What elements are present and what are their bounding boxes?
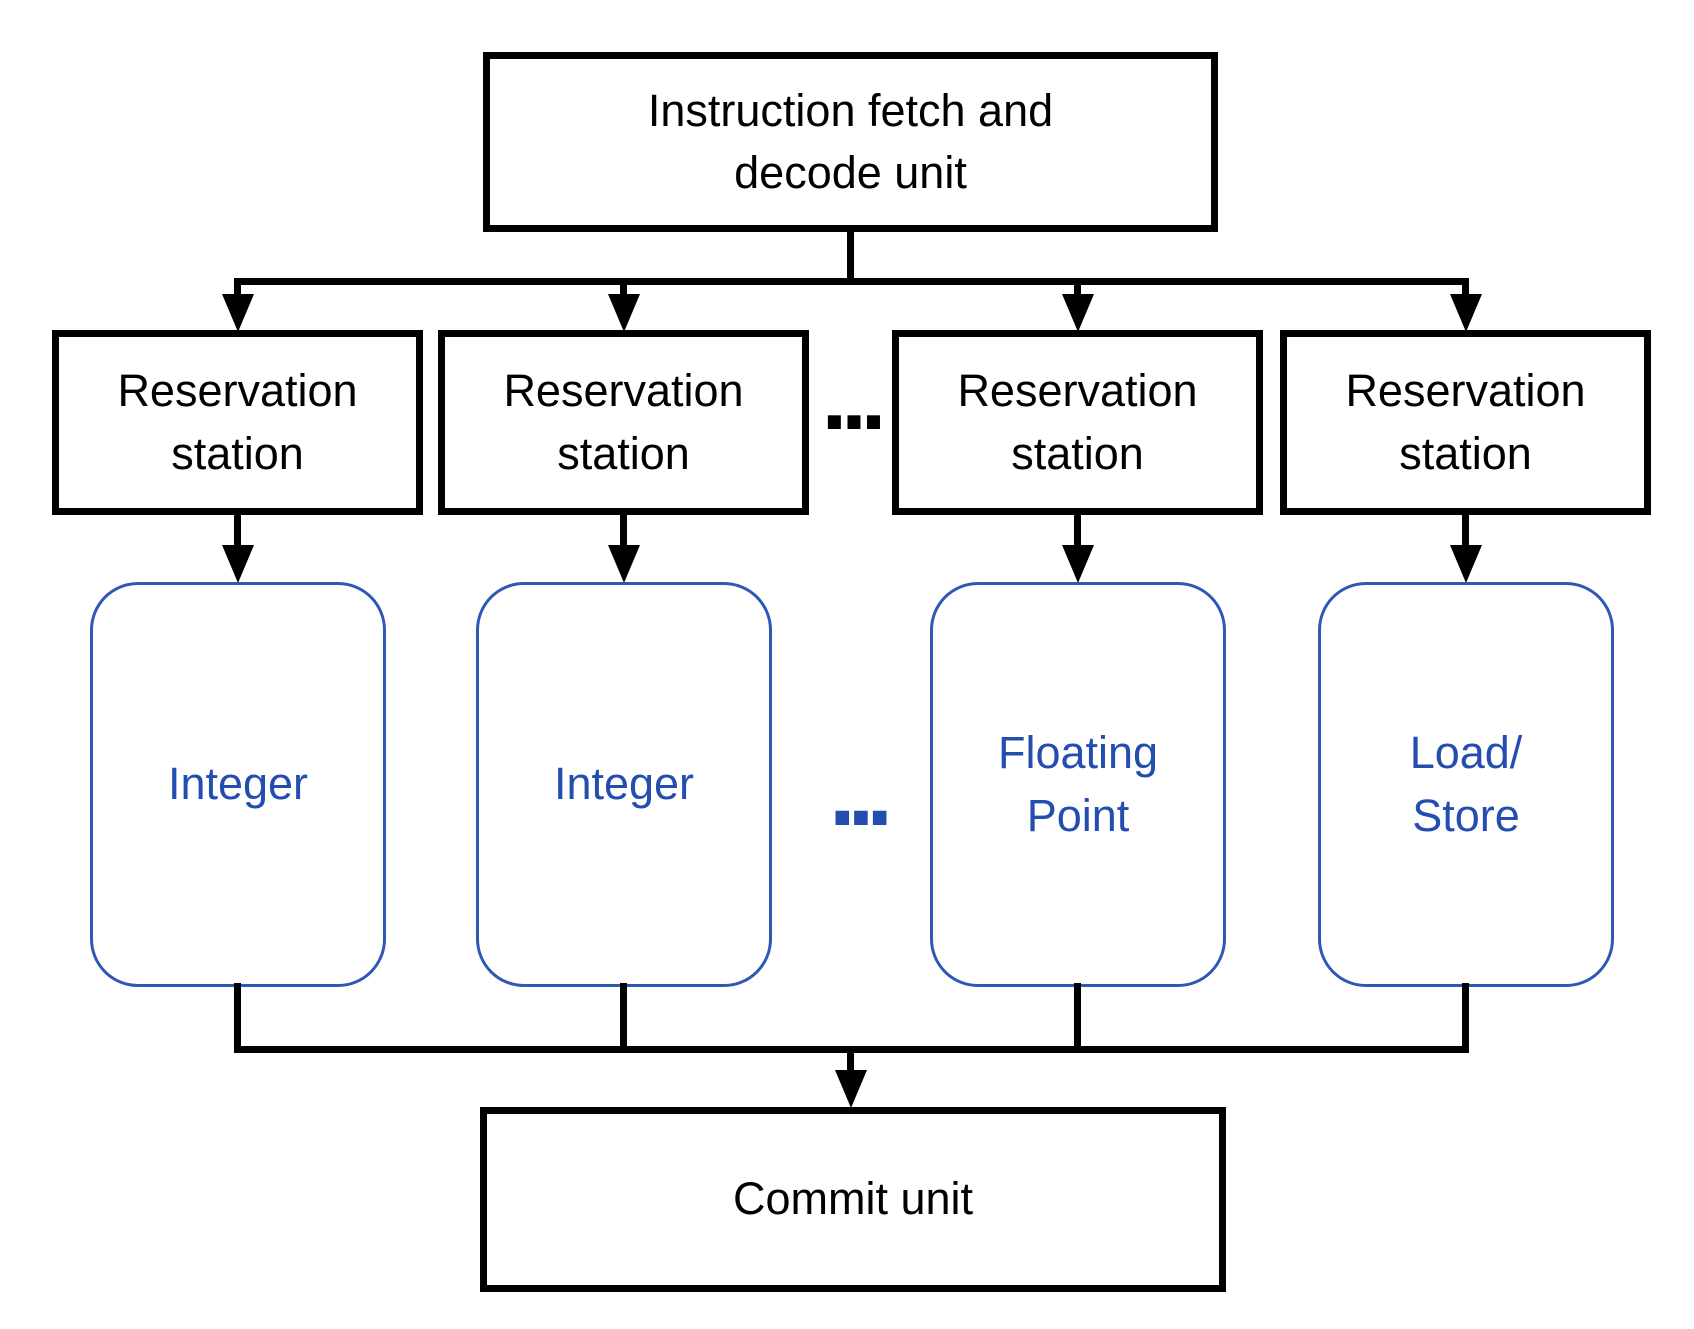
distribution-rail: [234, 278, 1469, 285]
arrow-stem: [1462, 512, 1469, 548]
instruction-fetch-decode-box: Instruction fetch and decode unit: [483, 52, 1218, 232]
functional-unit-label-integer-2: Integer: [553, 758, 695, 810]
arrow-stem: [620, 512, 627, 548]
arrowhead-down-icon: [1062, 545, 1094, 583]
reservation-station-label-2: Reservation station: [503, 365, 744, 479]
arrow-stem: [1074, 285, 1081, 299]
arrowhead-down-icon: [835, 1070, 867, 1108]
collector-drop-line: [1074, 983, 1081, 1053]
functional-unit-label-integer-1: Integer: [167, 758, 309, 810]
arrow-stem: [847, 1050, 854, 1074]
commit-unit-label: Commit unit: [732, 1173, 974, 1225]
reservation-station-label-4: Reservation station: [1345, 365, 1586, 479]
arrow-stem: [1462, 285, 1469, 299]
stations-ellipsis: ...: [821, 347, 887, 449]
reservation-station-box-2: Reservation station: [438, 330, 809, 515]
commit-unit-box: Commit unit: [480, 1107, 1226, 1292]
functional-unit-integer-2: Integer: [476, 582, 772, 987]
arrow-stem: [234, 512, 241, 548]
functional-unit-integer-1: Integer: [90, 582, 386, 987]
trunk-line-top: [847, 230, 854, 285]
functional-unit-floating-point: Floating Point: [930, 582, 1226, 987]
units-ellipsis: ...: [828, 739, 893, 846]
collector-drop-line: [234, 983, 241, 1053]
reservation-station-box-1: Reservation station: [52, 330, 423, 515]
functional-unit-label-floating-point: Floating Point: [997, 727, 1159, 841]
reservation-station-box-3: Reservation station: [892, 330, 1263, 515]
arrowhead-down-icon: [1450, 545, 1482, 583]
reservation-station-box-4: Reservation station: [1280, 330, 1651, 515]
functional-unit-load-store: Load/ Store: [1318, 582, 1614, 987]
arrow-stem: [1074, 512, 1081, 548]
arrowhead-down-icon: [608, 545, 640, 583]
functional-unit-label-load-store: Load/ Store: [1409, 727, 1523, 841]
arrowhead-down-icon: [222, 294, 254, 332]
instruction-fetch-decode-label: Instruction fetch and decode unit: [647, 84, 1054, 198]
arrowhead-down-icon: [1062, 294, 1094, 332]
collector-drop-line: [1462, 983, 1469, 1053]
arrowhead-down-icon: [222, 545, 254, 583]
arrowhead-down-icon: [1450, 294, 1482, 332]
arrowhead-down-icon: [608, 294, 640, 332]
reservation-station-label-1: Reservation station: [117, 365, 358, 479]
arrow-stem: [620, 285, 627, 299]
collector-rail: [234, 1046, 1469, 1053]
arrow-stem: [234, 285, 241, 299]
reservation-station-label-3: Reservation station: [957, 365, 1198, 479]
collector-drop-line: [620, 983, 627, 1053]
